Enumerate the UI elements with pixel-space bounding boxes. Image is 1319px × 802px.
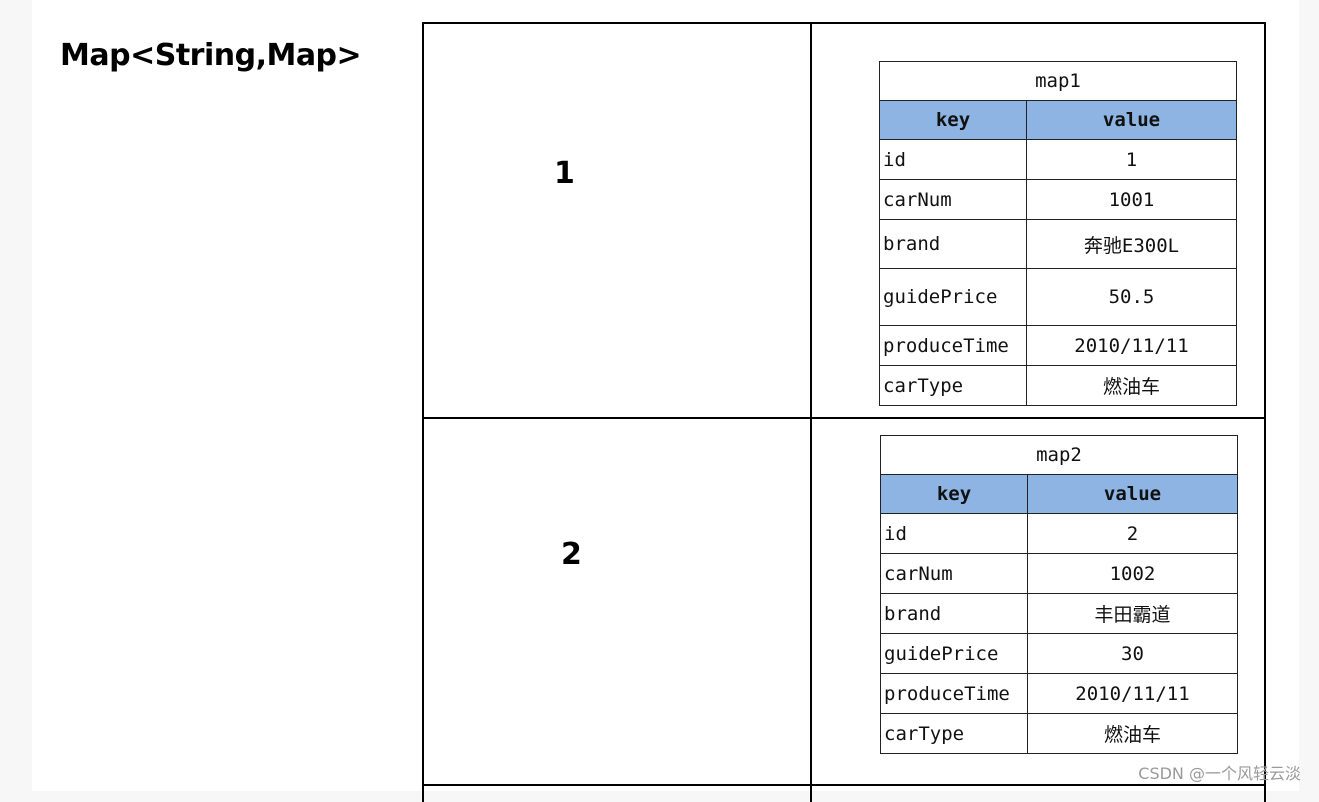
entry-key: carNum xyxy=(879,179,1027,220)
entry-value: 燃油车 xyxy=(1027,713,1238,754)
entry-key: carNum xyxy=(880,553,1028,594)
column-header-value: value xyxy=(1026,100,1237,140)
entry-value: 50.5 xyxy=(1026,268,1237,326)
map-title: map1 xyxy=(879,61,1237,101)
entry-key: brand xyxy=(879,219,1027,269)
table-row: guidePrice 50.5 xyxy=(879,268,1237,326)
outer-key-1: 1 xyxy=(554,156,575,191)
table-row: id 2 xyxy=(880,513,1238,554)
entry-value: 1001 xyxy=(1026,179,1237,220)
table-row: produceTime 2010/11/11 xyxy=(880,673,1238,714)
table-row: brand 奔驰E300L xyxy=(879,219,1237,269)
entry-value: 丰田霸道 xyxy=(1027,593,1238,634)
entry-value: 燃油车 xyxy=(1026,365,1237,406)
table-row: carType 燃油车 xyxy=(880,713,1238,754)
row-divider xyxy=(424,784,1264,786)
table-row: brand 丰田霸道 xyxy=(880,593,1238,634)
row-divider xyxy=(424,417,1264,419)
column-divider xyxy=(810,24,812,802)
entry-value: 1 xyxy=(1026,139,1237,180)
page-title: Map<String,Map> xyxy=(60,38,362,73)
entry-key: id xyxy=(880,513,1028,554)
entry-key: produceTime xyxy=(880,673,1028,714)
inner-map-table-2: map2 key value id 2 carNum 1002 brand 丰田… xyxy=(880,435,1238,754)
outer-map-table: 1 map1 key value id 1 carNum 1001 brand … xyxy=(422,22,1266,802)
table-row: carNum 1001 xyxy=(879,179,1237,220)
entry-value: 奔驰E300L xyxy=(1026,219,1237,269)
entry-key: brand xyxy=(880,593,1028,634)
document-page: Map<String,Map> 1 map1 key value id 1 ca… xyxy=(32,0,1299,802)
entry-key: guidePrice xyxy=(880,633,1028,674)
entry-value: 1002 xyxy=(1027,553,1238,594)
entry-value: 2010/11/11 xyxy=(1027,673,1238,714)
table-row: carType 燃油车 xyxy=(879,365,1237,406)
entry-key: guidePrice xyxy=(879,268,1027,326)
map-title: map2 xyxy=(880,435,1238,475)
table-row: carNum 1002 xyxy=(880,553,1238,594)
entry-key: carType xyxy=(879,365,1027,406)
column-header-value: value xyxy=(1027,474,1238,514)
entry-key: id xyxy=(879,139,1027,180)
table-row: guidePrice 30 xyxy=(880,633,1238,674)
table-row: produceTime 2010/11/11 xyxy=(879,325,1237,366)
column-header-key: key xyxy=(879,100,1027,140)
column-header-key: key xyxy=(880,474,1028,514)
entry-value: 2010/11/11 xyxy=(1026,325,1237,366)
entry-value: 2 xyxy=(1027,513,1238,554)
watermark: CSDN @一个风轻云淡 xyxy=(1138,764,1301,783)
entry-value: 30 xyxy=(1027,633,1238,674)
entry-key: produceTime xyxy=(879,325,1027,366)
table-row: id 1 xyxy=(879,139,1237,180)
outer-key-2: 2 xyxy=(561,537,582,572)
inner-map-table-1: map1 key value id 1 carNum 1001 brand 奔驰… xyxy=(879,61,1237,406)
entry-key: carType xyxy=(880,713,1028,754)
